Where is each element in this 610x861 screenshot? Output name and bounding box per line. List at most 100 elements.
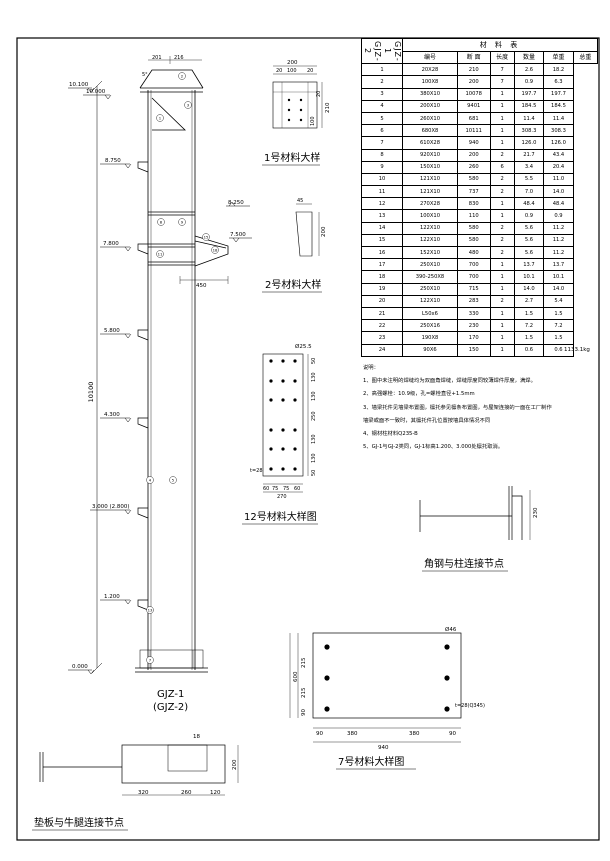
callout-15: 15 bbox=[204, 235, 209, 240]
table-cell: 1.5 bbox=[543, 306, 574, 321]
detail1-title: 1号材料大样 bbox=[264, 151, 320, 164]
d7-dim-b2: 380 bbox=[409, 731, 420, 737]
callout-13: 13 bbox=[148, 608, 153, 613]
col-header: 总重 bbox=[572, 50, 599, 65]
table-cell: 2 bbox=[489, 294, 515, 308]
table-cell: 20.4 bbox=[543, 160, 574, 174]
d12-hole: Ø25.5 bbox=[295, 343, 312, 350]
table-cell: 715 bbox=[456, 282, 491, 296]
table-cell: 5.5 bbox=[513, 172, 545, 187]
part-callouts bbox=[146, 72, 219, 664]
table-cell: 22 bbox=[361, 319, 403, 333]
table-cell: 1 bbox=[489, 258, 515, 272]
elev-1200: 1.200 bbox=[104, 594, 120, 600]
elev-0000: 0.000 bbox=[72, 664, 88, 670]
d12-dim-r4: 130 bbox=[311, 434, 317, 444]
table-cell: 21.7 bbox=[513, 148, 545, 162]
table-cell: 830 bbox=[456, 197, 491, 211]
d1-dim-b: 100 bbox=[287, 68, 297, 74]
table-cell: 1.5 bbox=[543, 331, 574, 345]
note-item: 墙梁或面不一致时，其檩托件孔位置按墙具体情况不同 bbox=[363, 417, 491, 424]
table-cell: 152X10 bbox=[402, 245, 458, 260]
table-cell: 1.5 bbox=[513, 306, 545, 321]
table-cell: 13.7 bbox=[513, 258, 545, 272]
d7-dim-l0: 215 bbox=[301, 657, 307, 668]
detail7-drawing bbox=[289, 632, 462, 743]
table-side-label: GJZ-1 GJZ-2 bbox=[361, 37, 403, 65]
table-cell: 1 bbox=[489, 87, 515, 101]
note-item: 3、墙梁托件见墙梁布置图，檩托参见檩条布置图，与屋架连接的一面在工厂制作 bbox=[363, 404, 552, 411]
table-cell: 737 bbox=[456, 185, 491, 199]
table-cell: 126.0 bbox=[543, 136, 574, 150]
d2-dim-small: 45 bbox=[297, 198, 303, 204]
table-cell: 2 bbox=[489, 221, 515, 235]
table-cell: 10111 bbox=[456, 124, 491, 138]
bracket-dim: 450 bbox=[196, 283, 207, 289]
d7-hole: Ø46 bbox=[445, 626, 457, 633]
d7-dim-l2: 90 bbox=[301, 709, 307, 716]
col-header: 断 面 bbox=[456, 50, 491, 65]
table-cell: 5 bbox=[361, 111, 403, 126]
callout-3: 3 bbox=[187, 103, 190, 108]
table-cell: 90X6 bbox=[402, 343, 458, 357]
table-cell: 308.3 bbox=[513, 124, 545, 138]
table-cell: 23 bbox=[361, 331, 403, 345]
angle-dim: 230 bbox=[533, 507, 539, 518]
table-cell: 11.0 bbox=[543, 172, 574, 187]
table-cell: 19 bbox=[361, 282, 403, 296]
d1-dim-c: 20 bbox=[307, 68, 313, 74]
angle-detail-title: 角钢与柱连接节点 bbox=[424, 557, 504, 570]
table-cell: 150 bbox=[456, 343, 491, 357]
table-cell: 121X10 bbox=[402, 185, 458, 199]
table-cell: 14 bbox=[361, 221, 403, 235]
table-cell: 184.5 bbox=[543, 99, 574, 113]
table-cell: 122X10 bbox=[402, 233, 458, 248]
d12-dim-r5: 130 bbox=[311, 453, 317, 463]
table-cell: 2 bbox=[489, 233, 515, 248]
pad-detail-title: 垫板与牛腿连接节点 bbox=[34, 816, 124, 829]
table-cell: 2.7 bbox=[513, 294, 545, 308]
d7-width: 940 bbox=[378, 745, 389, 751]
table-cell: 330 bbox=[456, 306, 491, 321]
table-cell: 6.3 bbox=[543, 75, 574, 89]
detail2-drawing bbox=[295, 203, 320, 257]
detail12-title: 12号材料大样图 bbox=[244, 510, 317, 523]
table-cell: 270X28 bbox=[402, 197, 458, 211]
d12-dim-b1: 75 bbox=[272, 486, 278, 492]
table-cell: 700 bbox=[456, 270, 491, 284]
table-cell: 1 bbox=[489, 197, 515, 211]
table-total: 1133.1kg bbox=[564, 347, 590, 353]
table-cell: 3 bbox=[361, 87, 403, 101]
pad-height: 200 bbox=[232, 759, 238, 770]
top-dim-right: 216 bbox=[174, 55, 184, 61]
table-title: 材 料 表 bbox=[402, 38, 598, 52]
table-cell: 122X10 bbox=[402, 221, 458, 235]
table-cell: 210 bbox=[456, 63, 491, 77]
pad-detail-drawing bbox=[39, 744, 239, 796]
d7-thickness: t=28(Q345) bbox=[455, 703, 485, 709]
d7-height: 600 bbox=[293, 671, 299, 682]
table-cell: 1 bbox=[489, 282, 515, 296]
elev-10100: 10.100 bbox=[69, 82, 89, 88]
table-cell: L50x6 bbox=[402, 306, 458, 321]
callout-4: 4 bbox=[149, 478, 152, 483]
d1-dim-side3: 20 bbox=[316, 91, 322, 97]
table-cell: 13 bbox=[361, 209, 403, 223]
table-cell: 3.4 bbox=[513, 160, 545, 174]
table-cell: 4 bbox=[361, 99, 403, 113]
table-cell: 11.4 bbox=[543, 111, 574, 126]
pad-dim-2: 120 bbox=[210, 790, 221, 796]
detail12-drawing bbox=[262, 353, 309, 493]
table-cell: 16 bbox=[361, 245, 403, 260]
table-cell: 18.2 bbox=[543, 63, 574, 77]
